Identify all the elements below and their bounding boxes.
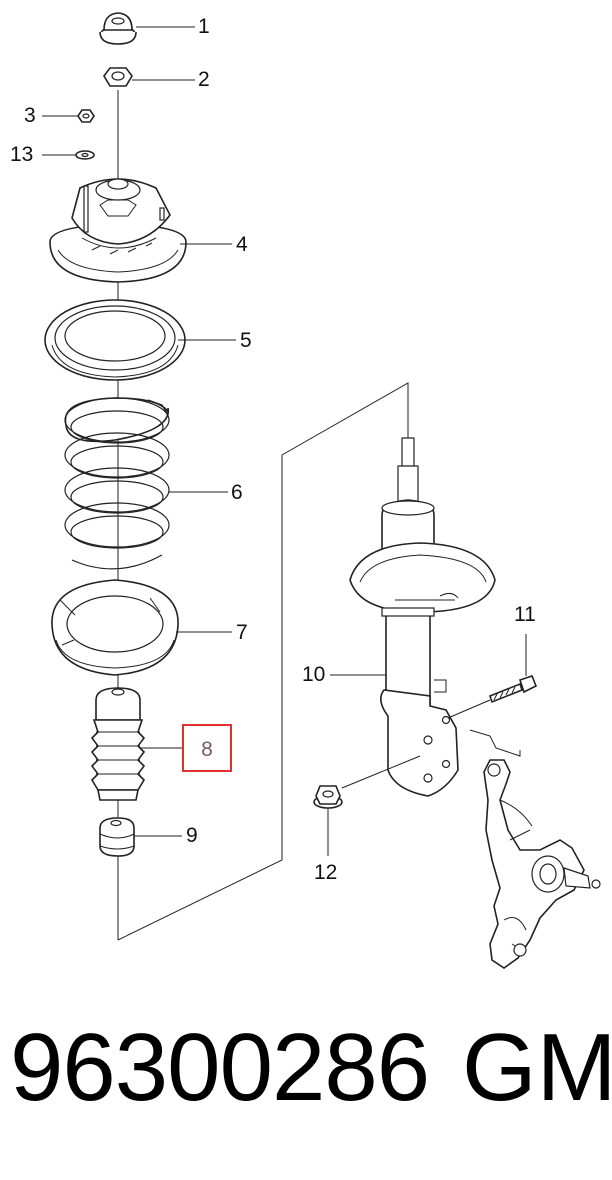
bolt-axis-line: [447, 699, 491, 719]
callout-9: 9: [186, 824, 198, 847]
part-upper-spring-seat: [44, 299, 186, 381]
assembly-connector-line: [117, 382, 409, 941]
part-coil-spring: [64, 397, 170, 570]
callout-12: 12: [314, 861, 338, 884]
brand-label: GM: [462, 1014, 612, 1121]
nut-axis-line: [341, 755, 421, 789]
part-lower-spring-seat: [51, 579, 179, 676]
strut-assembly-diagram: [42, 12, 601, 969]
part-small-nut: [77, 109, 95, 123]
callout-1: 1: [198, 15, 210, 38]
part-flange-nut: [313, 785, 343, 809]
callout-4: 4: [236, 233, 248, 256]
part-number: 96300286: [10, 1014, 430, 1121]
callout-10: 10: [302, 663, 326, 686]
steering-knuckle: [469, 729, 601, 969]
part-bump-stop: [99, 817, 135, 857]
part-bolt: [489, 675, 538, 704]
callout-2: 2: [198, 68, 210, 91]
callout-3: 3: [24, 104, 36, 127]
callout-8: 8: [201, 738, 213, 761]
callout-13: 13: [10, 143, 34, 166]
part-washer: [75, 150, 95, 160]
part-nut: [103, 67, 133, 87]
callout-6: 6: [231, 481, 243, 504]
callout-7: 7: [236, 621, 248, 644]
part-top-cap: [99, 12, 137, 45]
part-strut-mount: [49, 178, 187, 283]
callout-5: 5: [240, 329, 252, 352]
part-dust-boot: [90, 687, 146, 801]
callout-8-highlight: 8: [182, 724, 232, 772]
part-strut: [349, 437, 496, 797]
callout-11: 11: [514, 603, 536, 626]
